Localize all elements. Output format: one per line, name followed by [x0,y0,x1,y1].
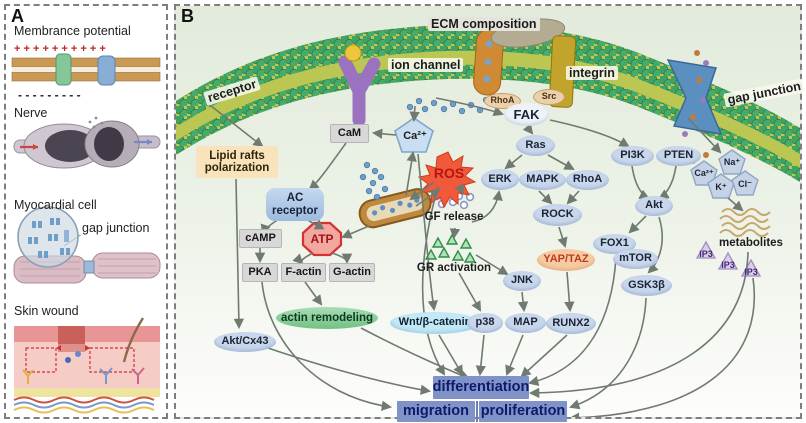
ecm-composition-label: ECM composition [428,17,540,31]
node-ros: ROS [433,164,465,181]
node-f-actin: F-actin [281,263,326,282]
skin-wound-title: Skin wound [14,304,79,318]
result-divider [476,401,478,422]
node-cl: Cl⁻ [738,179,752,190]
ion-channel-label: ion channel [388,58,464,72]
node-migration: migration [397,401,475,422]
gr-triangles [424,233,477,263]
node-src: Src [533,89,565,105]
nerve-illustration [13,116,161,169]
panel-a-label: A [11,6,24,26]
node-cam: CaM [330,124,369,143]
node-ip3-3: IP3 [744,266,758,277]
node-actin-remodeling: actin remodeling [276,307,378,329]
node-na: Na⁺ [723,157,741,168]
membrane-potential-illustration: + + + + + + + + + + - - - - - - - - - [11,43,161,102]
node-akt-cx43: Akt/Cx43 [214,332,276,352]
node-pi3k: PI3K [611,146,654,166]
membrane-potential-title: Membrance potential [14,24,131,38]
node-proliferation: proliferation [479,401,567,422]
node-pka: PKA [242,263,278,282]
nerve-title: Nerve [14,106,48,120]
node-g-actin: G-actin [329,263,375,282]
node-mtor: mTOR [613,249,658,269]
node-mapk: MAPK [519,170,566,190]
node-gf-release: GF release [424,210,484,223]
node-camp: cAMP [239,229,282,248]
gap-junction-callout: gap junction [80,221,152,235]
pathway-graphics [176,18,800,417]
node-fak: FAK [504,103,549,126]
node-atp: ATP [310,231,334,246]
skin-wound-illustration [13,317,160,414]
cell-membrane [176,24,800,182]
node-differentiation: differentiation [433,376,529,399]
node-ras: Ras [516,135,555,156]
panel-b: B [174,4,805,422]
node-rock: ROCK [533,204,582,226]
metabolite-waves [719,208,771,237]
node-ip3-1: IP3 [699,248,713,259]
node-jnk: JNK [503,271,541,291]
atp-octagon [301,221,343,257]
node-gsk3b: GSK3β [621,275,672,296]
node-rhoa: RhoA [566,170,609,190]
node-metabolites: metabolites [719,236,783,249]
node-wnt: Wnt/β-catenin [390,312,480,334]
plus-charges: + + + + + + + + + + [14,43,106,55]
node-gr-activation: GR activation [416,261,492,274]
node-p38: p38 [467,313,503,333]
gap-junction-channels [28,218,70,258]
panel-b-label: B [181,6,194,26]
node-map: MAP [505,313,546,333]
node-akt: Akt [635,196,673,216]
node-ca2: Ca²⁺ [403,130,427,143]
panel-a-illustrations: + + + + + + + + + + - - - - - - - - - [11,43,161,414]
receptor-protein [338,44,381,127]
ion-pentagons [690,149,759,199]
node-ac-receptor: AC receptor [266,188,324,221]
minus-charges: - - - - - - - - - [18,88,81,102]
node-ca-ion: Ca²⁺ [694,168,714,179]
pathway-arrows [205,97,755,417]
node-ip3-2: IP3 [721,259,735,270]
node-lipid-rafts: Lipid rafts polarization [196,146,278,178]
integrin-label: integrin [566,66,618,80]
myocardial-illustration [13,206,161,284]
node-erk: ERK [481,169,519,190]
node-pten: PTEN [656,146,701,166]
node-k: K⁺ [715,182,727,193]
panel-a: A Membrance potential Nerve Myocardial c… [4,4,168,419]
myocardial-title: Myocardial cell [14,198,97,212]
node-yap-taz: YAP/TAZ [537,249,595,271]
node-runx2: RUNX2 [546,313,596,334]
